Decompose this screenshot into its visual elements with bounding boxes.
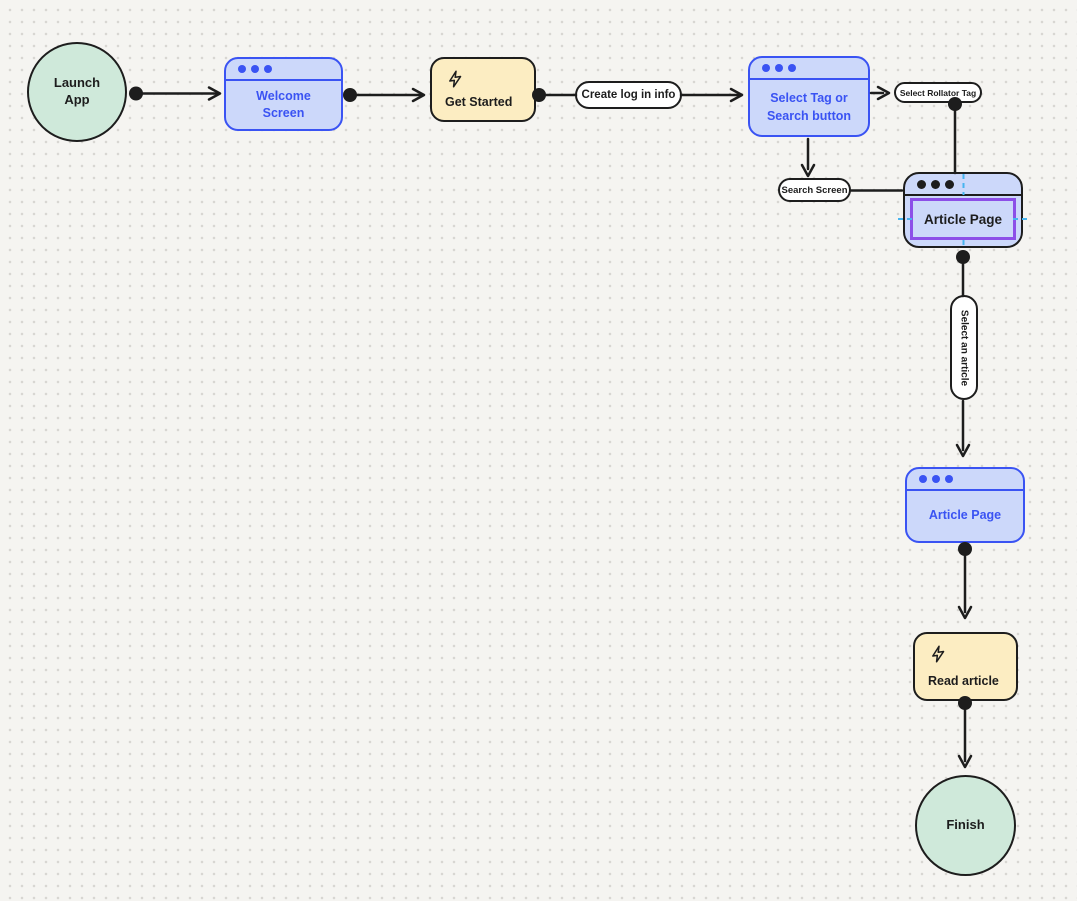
pill-label: Search Screen [781,184,848,196]
window-dot-icon [238,65,246,73]
connector-rollator-to-article-selected[interactable] [948,97,962,175]
lightning-icon [449,70,462,88]
connector-read-article-to-finish[interactable] [957,696,973,769]
window-controls-icon [750,58,868,80]
window-controls-icon [907,469,1023,491]
screen-node-article-page-selected[interactable]: Article Page [903,172,1023,248]
window-dot-icon [932,475,940,483]
window-dot-icon [919,475,927,483]
action-node-get-started[interactable]: Get Started [430,57,536,122]
window-dot-icon [762,64,770,72]
connector-article-page-to-read-article[interactable] [957,542,973,620]
connector-welcome-to-get-started[interactable] [343,87,426,103]
connector-launch-to-welcome[interactable] [129,86,222,101]
window-dot-icon [931,179,940,189]
connector-label-search-screen[interactable]: Search Screen [778,178,851,202]
window-dot-icon [945,179,954,189]
connector-article-selected-to-select-article[interactable] [956,250,970,298]
connector-label-select-rollator-tag[interactable]: Select Rollator Tag [894,82,982,103]
start-node-launch-app[interactable]: Launch App [27,42,127,142]
node-label: Get Started [445,95,513,109]
action-node-read-article[interactable]: Read article [913,632,1018,701]
screen-node-article-page[interactable]: Article Page [905,467,1025,543]
window-dot-icon [251,65,259,73]
end-node-finish[interactable]: Finish [915,775,1016,876]
node-label: Read article [928,674,999,688]
connector-select-tag-to-rollator[interactable] [869,85,891,101]
window-controls-icon [226,59,341,81]
node-label: Launch App [53,75,101,107]
window-dot-icon [788,64,796,72]
window-dot-icon [917,179,926,189]
window-controls-icon [905,174,1021,196]
screen-node-select-tag-or-search[interactable]: Select Tag or Search button [748,56,870,137]
node-label: Article Page [923,211,1003,227]
window-dot-icon [775,64,783,72]
node-label: Article Page [928,508,1002,523]
pill-label: Create log in info [581,89,676,101]
node-label: Finish [946,817,985,833]
pill-label: Select Rollator Tag [899,87,977,98]
connector-select-tag-to-search-screen[interactable] [800,137,816,178]
connector-label-select-an-article[interactable]: Select an article [950,295,978,400]
window-dot-icon [945,475,953,483]
connector-select-article-to-article-page[interactable] [955,399,971,458]
selection-rect[interactable]: Article Page [910,198,1016,240]
lightning-icon [932,645,945,663]
node-label: Welcome Screen [256,88,311,121]
screen-node-welcome[interactable]: Welcome Screen [224,57,343,131]
connector-label-create-login-info[interactable]: Create log in info [575,81,682,109]
window-dot-icon [264,65,272,73]
pill-label: Select an article [958,309,970,386]
node-label: Select Tag or Search button [766,91,852,123]
